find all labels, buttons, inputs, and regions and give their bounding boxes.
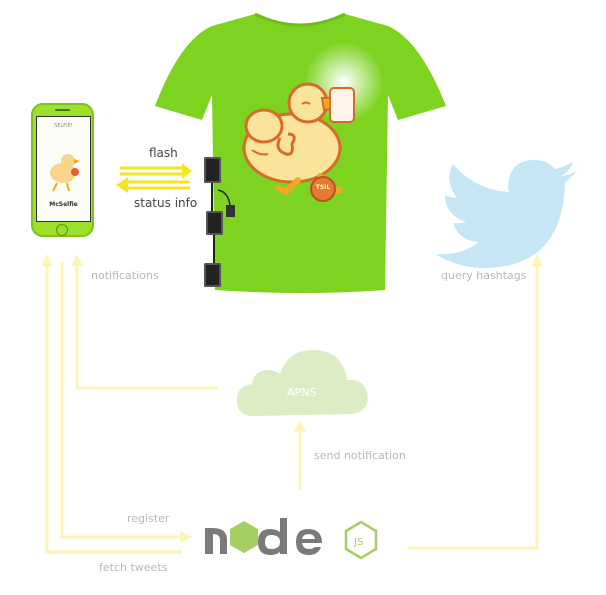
app-header: SELFIE!	[54, 123, 73, 129]
fetch-tweets-connector	[45, 262, 182, 554]
fetch-tweets-arrowhead	[41, 254, 53, 266]
label-register: register	[127, 512, 170, 525]
shirt-badge: TSIL	[310, 176, 336, 202]
phone-home-button[interactable]	[56, 224, 68, 236]
phone: SELFIE! McSelfie	[31, 103, 94, 237]
notifications-arrowhead	[71, 254, 83, 266]
status-arrowhead	[116, 177, 128, 193]
shirt-badge-text: TSIL	[315, 184, 331, 191]
notifications-connector	[75, 262, 218, 390]
register-arrowhead	[180, 531, 192, 543]
apns-label: APNS	[287, 386, 317, 399]
phone-screen: SELFIE! McSelfie	[36, 116, 91, 222]
hardware-board-bottom	[204, 263, 221, 287]
label-fetch-tweets: fetch tweets	[99, 561, 168, 574]
app-title: McSelfie	[49, 201, 78, 208]
label-status-info: status info	[134, 196, 198, 210]
hardware-board-side	[226, 205, 235, 217]
query-hashtags-arrowhead	[531, 254, 543, 266]
query-hashtags-connector	[408, 262, 539, 550]
flash-arrowhead	[182, 163, 192, 179]
send-notification-arrowhead	[294, 420, 306, 432]
register-connector	[60, 262, 182, 539]
label-query-hashtags: query hashtags	[441, 269, 527, 282]
label-notifications: notifications	[91, 269, 159, 282]
hardware-board-middle	[206, 211, 223, 235]
phone-duck-icon	[50, 154, 80, 192]
hardware-board-top	[204, 157, 221, 183]
label-flash: flash	[149, 146, 178, 160]
phone-speaker	[55, 109, 70, 111]
label-send-notification: send notification	[314, 449, 406, 462]
node-js-badge: JS	[353, 537, 363, 548]
